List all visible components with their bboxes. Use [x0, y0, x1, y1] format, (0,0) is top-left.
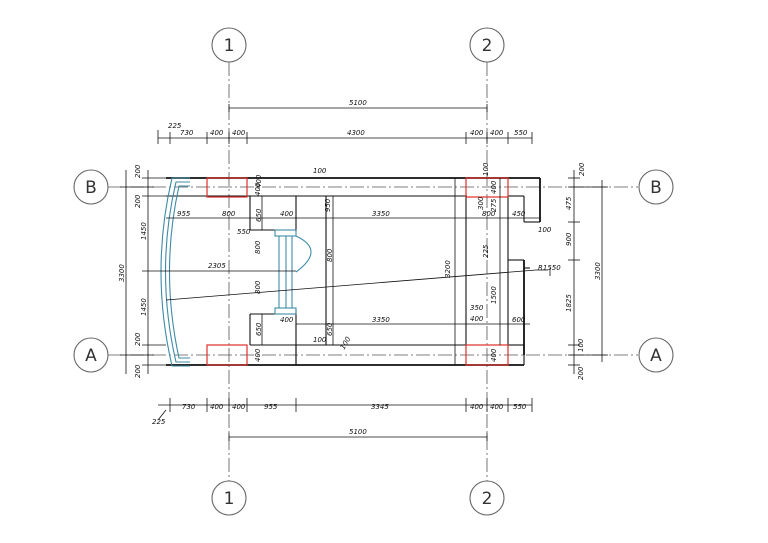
dim-text: 100	[482, 162, 490, 176]
dim-text: 400	[490, 348, 498, 362]
dim-text: 400	[470, 403, 484, 411]
dim-bottom-overall: 5100	[349, 428, 367, 436]
door-opening	[274, 229, 312, 315]
dim-text: 225	[152, 418, 166, 426]
svg-text:B: B	[85, 178, 97, 198]
dim-text: 200	[578, 162, 586, 176]
dim-text: 225	[482, 244, 490, 258]
dim-text: 600	[512, 316, 526, 324]
dim-text: 800	[482, 210, 496, 218]
dim-text: 650	[326, 322, 334, 336]
svg-text:A: A	[85, 346, 97, 366]
dim-text: 550	[513, 403, 527, 411]
dim-text: 450	[512, 210, 526, 218]
dim-text: 1450	[140, 222, 148, 240]
radius-label: R1550	[538, 264, 561, 272]
grid-bubble-2-bottom: 2	[469, 480, 505, 516]
dim-text: 100	[538, 226, 552, 234]
dim-text: 400	[254, 348, 262, 362]
grid-bubble-A-right: A	[638, 337, 674, 373]
dim-text: 400	[490, 180, 498, 194]
dim-text: 100	[577, 338, 585, 352]
dim-text: 400	[470, 315, 484, 323]
dim-text: 3350	[372, 210, 390, 218]
dim-text: 730	[180, 129, 194, 137]
dim-text: 800	[254, 240, 262, 254]
dim-text: 400	[280, 316, 294, 324]
dim-text: 100	[313, 167, 327, 175]
dim-text: 400	[254, 182, 262, 196]
svg-text:1: 1	[224, 36, 235, 56]
dim-text: 955	[177, 210, 191, 218]
dim-text: 3345	[371, 403, 389, 411]
radius-leader	[165, 268, 551, 301]
dim-text: 300	[477, 196, 485, 210]
dim-text: 225	[168, 122, 182, 130]
dim-text: 900	[565, 232, 573, 246]
grid-bubble-A-left: A	[73, 337, 109, 373]
dim-text: 800	[326, 248, 334, 262]
dim-text: 400	[232, 129, 246, 137]
dim-text: 1825	[565, 294, 573, 312]
dim-text: 3200	[444, 260, 452, 278]
dim-text: 1500	[490, 286, 498, 304]
dim-text: 200	[134, 164, 142, 178]
dim-text: 400	[280, 210, 294, 218]
dim-text: 400	[470, 129, 484, 137]
dim-top-overall: 5100	[349, 99, 367, 107]
dim-text: 730	[182, 403, 196, 411]
grid-bubble-2-top: 2	[469, 27, 505, 63]
dim-text: 800	[222, 210, 236, 218]
dim-text: 400	[490, 403, 504, 411]
grid-bubble-B-left: B	[73, 169, 109, 205]
dim-text: 400	[255, 174, 263, 188]
curved-glass-wall	[160, 177, 190, 367]
dim-text: 950	[324, 198, 332, 212]
dim-text: 275	[490, 198, 498, 212]
svg-text:A: A	[650, 346, 662, 366]
dim-text: 200	[577, 366, 585, 380]
svg-text:B: B	[650, 178, 662, 198]
dimension-texts: 5100 225 730 400 400 4300 400 400 550 22…	[118, 99, 602, 436]
dim-text: 650	[255, 322, 263, 336]
dim-text: 100	[339, 335, 353, 351]
dim-text: 550	[237, 228, 251, 236]
dim-text: 3350	[372, 316, 390, 324]
dim-text: 475	[565, 196, 573, 210]
axis-lines	[108, 62, 638, 482]
dim-text: 400	[490, 129, 504, 137]
dim-text: 350	[470, 304, 484, 312]
dimension-lines	[120, 104, 608, 441]
dim-text: 2305	[208, 262, 226, 270]
dim-text: 4300	[347, 129, 365, 137]
dim-left-overall: 3300	[118, 264, 126, 282]
dim-text: 1450	[140, 298, 148, 316]
grid-bubble-1-bottom: 1	[211, 480, 247, 516]
dim-text: 550	[514, 129, 528, 137]
svg-text:2: 2	[482, 36, 493, 56]
svg-text:2: 2	[482, 489, 493, 509]
dim-text: 400	[210, 129, 224, 137]
dim-text: 400	[232, 403, 246, 411]
dim-text: 100	[313, 336, 327, 344]
dim-text: 200	[134, 364, 142, 378]
dim-text: 955	[264, 403, 278, 411]
dim-text: 400	[210, 403, 224, 411]
dim-text: 200	[134, 194, 142, 208]
dim-right-overall: 3300	[594, 262, 602, 280]
dim-text: 200	[134, 332, 142, 346]
dim-text: 800	[254, 280, 262, 294]
columns	[206, 177, 509, 366]
grid-bubble-1-top: 1	[211, 27, 247, 63]
grid-bubble-B-right: B	[638, 169, 674, 205]
svg-text:1: 1	[224, 489, 235, 509]
dim-text: 650	[255, 208, 263, 222]
